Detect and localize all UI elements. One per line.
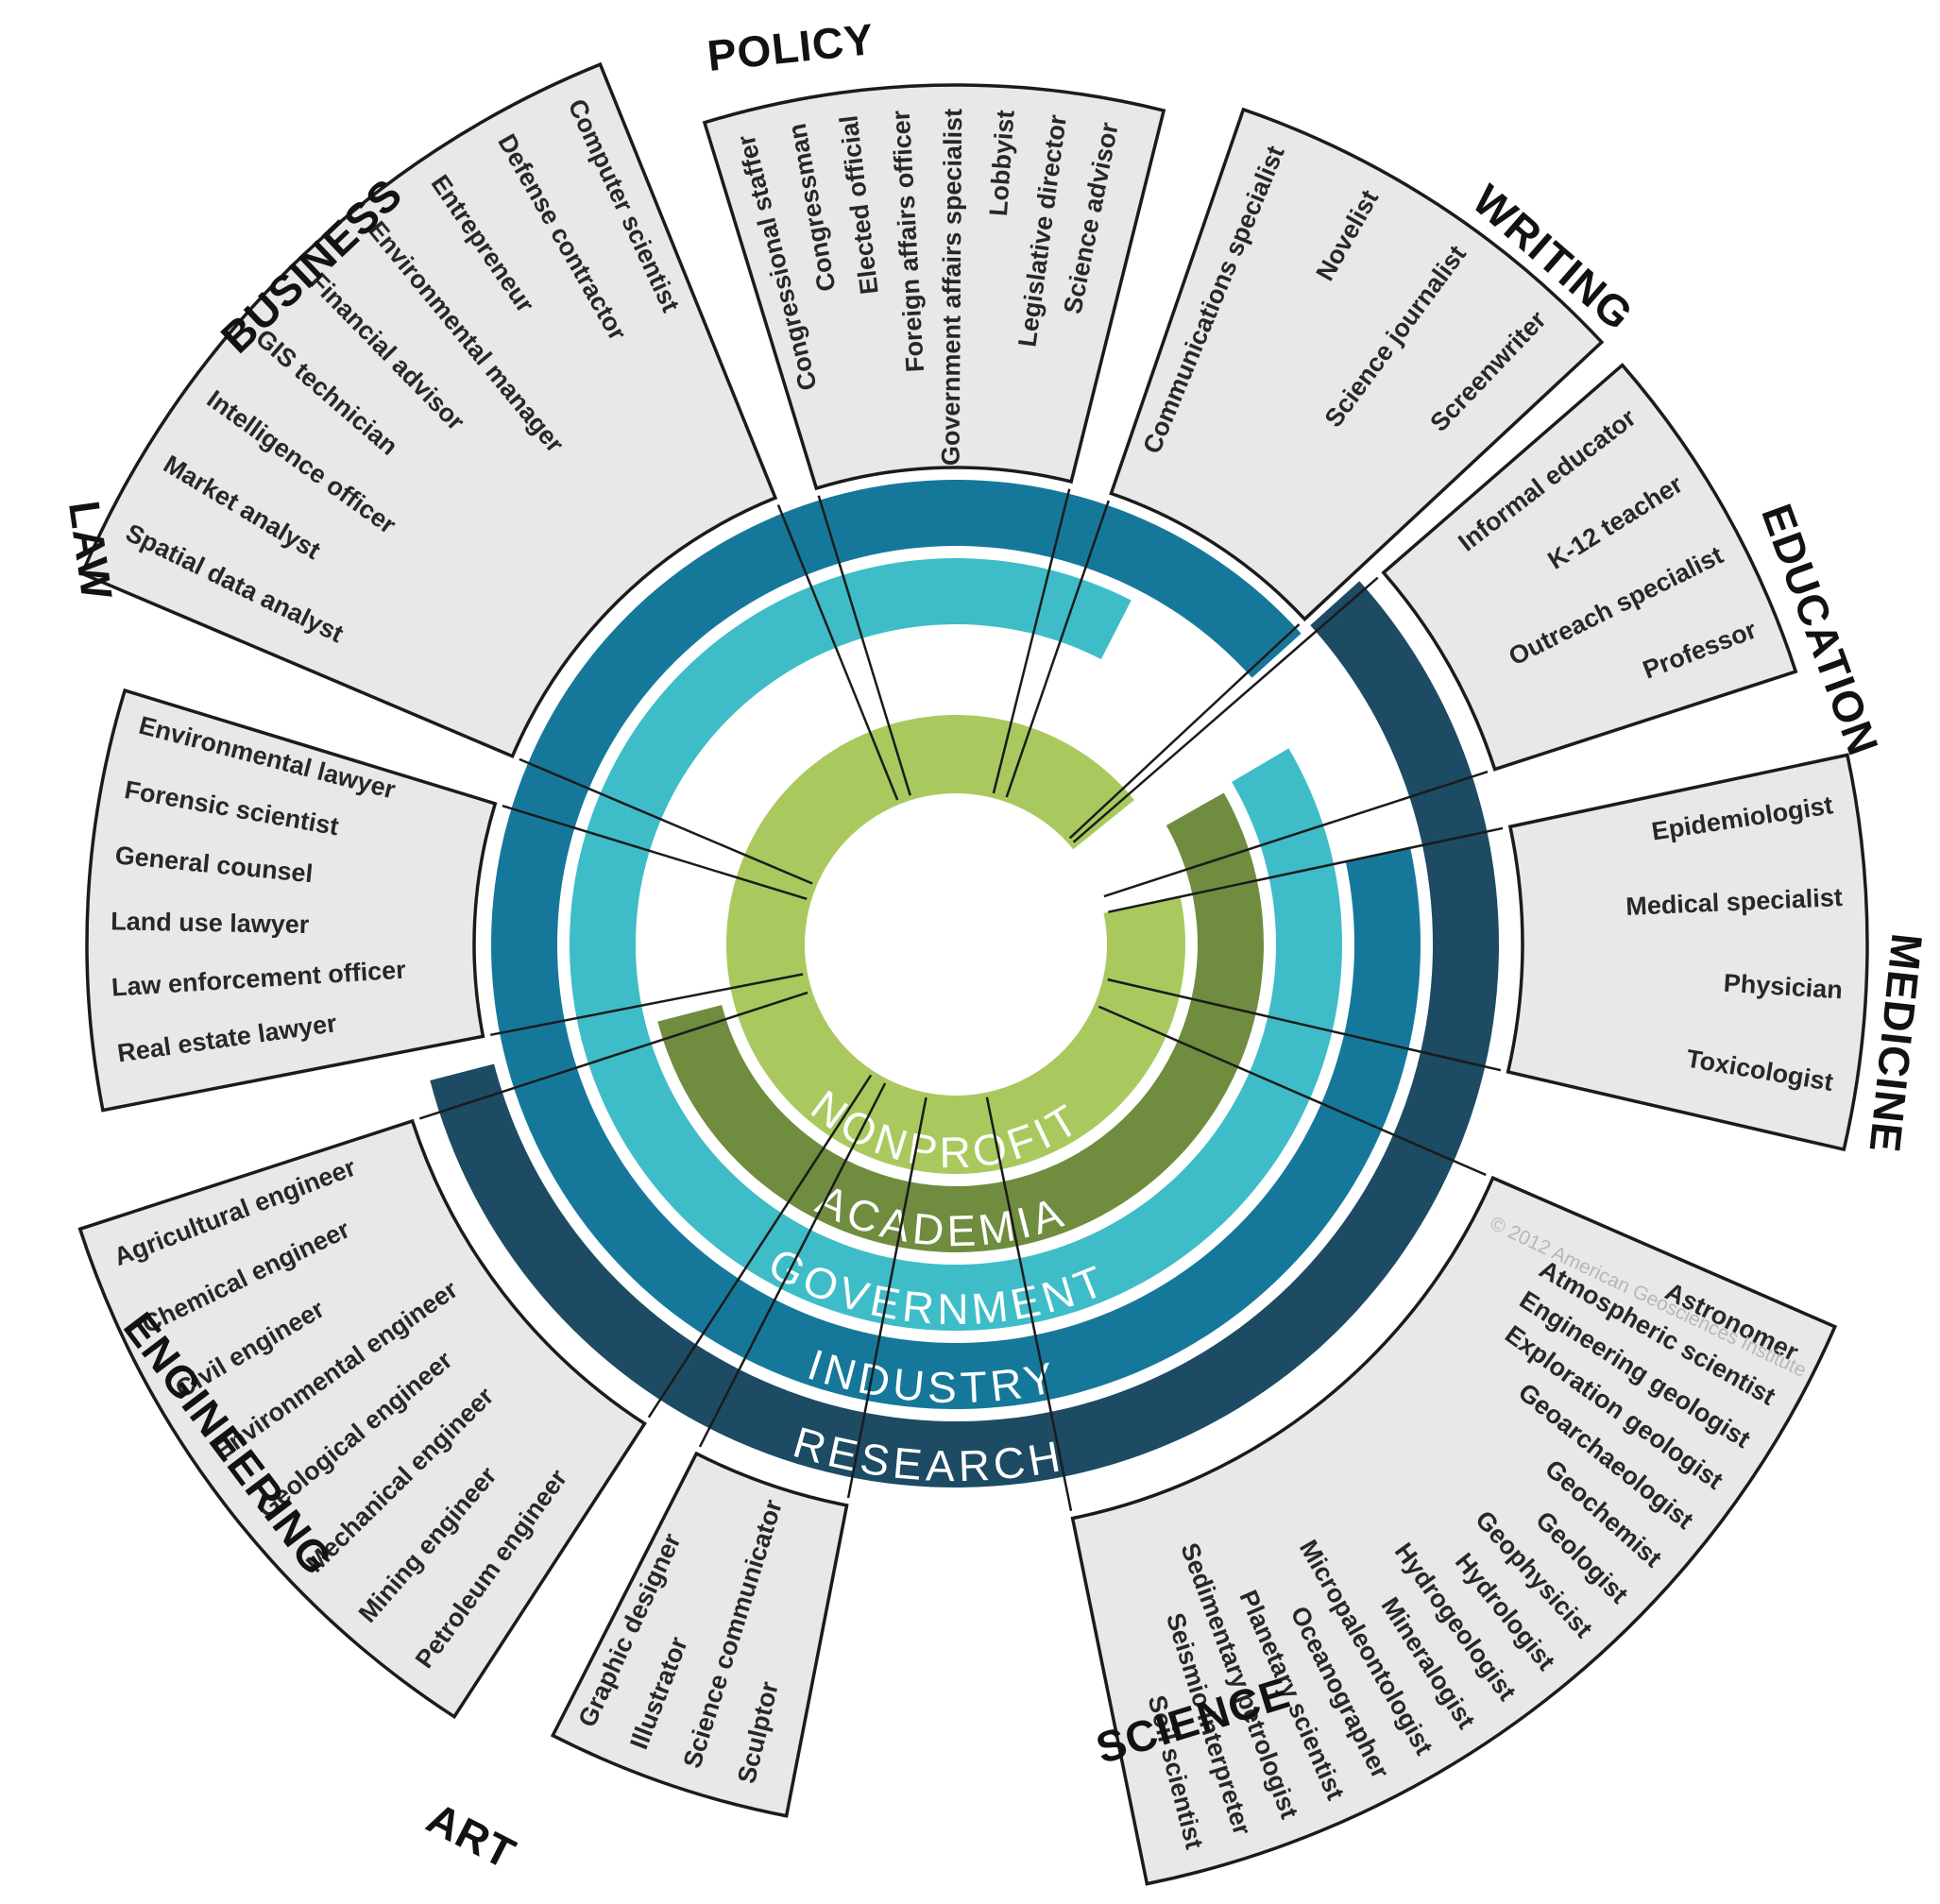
ring-research xyxy=(430,581,1500,1488)
spoke xyxy=(1005,500,1110,798)
spoke xyxy=(519,757,813,885)
ring-nonprofit xyxy=(725,715,1185,1175)
wedge-science xyxy=(1070,1175,1838,1886)
career-label: Government affairs specialist xyxy=(937,109,968,466)
field-title-medicine: MEDICINE xyxy=(1860,931,1931,1155)
spoke xyxy=(647,1074,873,1419)
wedge-writing xyxy=(1109,107,1605,622)
spoke xyxy=(1098,1005,1487,1177)
spoke xyxy=(846,1096,927,1499)
spoke xyxy=(992,488,1071,794)
wedge-law xyxy=(85,688,498,1113)
wedge-art xyxy=(550,1451,849,1818)
field-title-art: ART xyxy=(419,1793,524,1878)
spoke xyxy=(776,504,899,801)
wedge-engineering xyxy=(77,1118,647,1720)
spoke xyxy=(817,495,911,796)
spoke xyxy=(1103,770,1489,898)
wedge-medicine xyxy=(1506,753,1869,1152)
career-label: Land use lawyer xyxy=(111,907,310,939)
spoke xyxy=(1108,826,1504,913)
spoke xyxy=(1072,576,1379,843)
wedge-policy xyxy=(702,83,1166,491)
wedge-education xyxy=(1381,363,1798,772)
spoke xyxy=(418,991,808,1120)
ring-academia xyxy=(657,792,1264,1252)
spoke xyxy=(1107,978,1502,1072)
spoke xyxy=(698,1082,887,1448)
wedge-business xyxy=(79,61,778,759)
spoke xyxy=(502,805,808,900)
spoke xyxy=(985,1096,1073,1511)
spoke xyxy=(1068,623,1301,840)
field-title-policy: POLICY xyxy=(705,14,876,80)
spoke xyxy=(489,973,804,1037)
